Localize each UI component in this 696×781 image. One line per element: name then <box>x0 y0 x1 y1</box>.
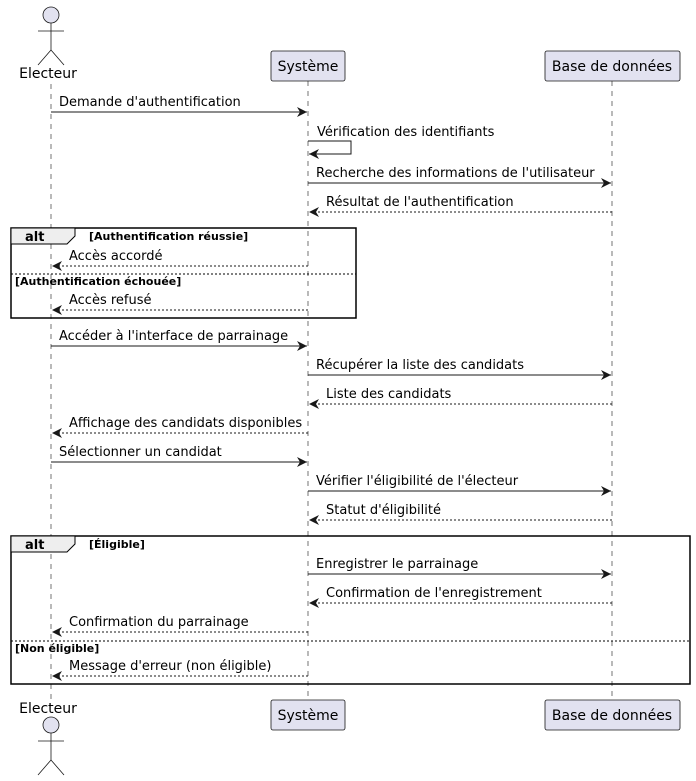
db-label-bottom: Base de données <box>552 708 672 724</box>
message: Vérification des identifiants <box>308 125 495 159</box>
actor-head-icon-bottom <box>42 716 60 734</box>
message: Résultat de l'authentification <box>309 195 612 217</box>
participant-actor-top: Electeur <box>19 6 77 82</box>
alt-else-guard: [Authentification échouée] <box>15 275 181 288</box>
message: Sélectionner un candidat <box>51 445 307 467</box>
message-label: Vérifier l'éligibilité de l'électeur <box>316 474 519 489</box>
system-label-top: Système <box>278 59 339 75</box>
participant-db-top: Base de données <box>544 50 681 82</box>
message-label: Accès refusé <box>69 293 152 308</box>
message-label: Liste des candidats <box>326 387 452 402</box>
actor-label-top: Electeur <box>19 66 77 82</box>
alt-keyword: alt <box>25 230 44 245</box>
message: Affichage des candidats disponibles <box>52 416 308 438</box>
message-arrow <box>308 140 352 159</box>
actor-head-icon <box>42 6 60 24</box>
participant-actor-bottom: Electeur <box>19 701 77 776</box>
message: Statut d'éligibilité <box>309 503 612 525</box>
message: Accéder à l'interface de parrainage <box>51 329 307 351</box>
alt-guard: [Authentification réussie] <box>89 230 248 243</box>
participant-system-top: Système <box>270 50 346 82</box>
alt-fragment-eligibility: alt [Éligible] [Non éligible] <box>10 535 691 685</box>
message-label: Demande d'authentification <box>59 95 241 110</box>
message: Accès refusé <box>52 293 308 315</box>
message-label: Accéder à l'interface de parrainage <box>59 329 288 344</box>
message-label: Accès accordé <box>69 249 162 264</box>
alt-else-guard: [Non éligible] <box>15 642 99 655</box>
message-label: Affichage des candidats disponibles <box>69 416 302 431</box>
message: Récupérer la liste des candidats <box>308 358 611 380</box>
db-label-top: Base de données <box>552 59 672 75</box>
message: Recherche des informations de l'utilisat… <box>308 166 611 188</box>
message: Enregistrer le parrainage <box>308 557 611 579</box>
message: Demande d'authentification <box>51 95 307 117</box>
alt-guard: [Éligible] <box>89 538 145 551</box>
message-label: Statut d'éligibilité <box>326 503 441 518</box>
message-label: Recherche des informations de l'utilisat… <box>316 166 595 181</box>
message: Liste des candidats <box>309 387 612 409</box>
message-label: Récupérer la liste des candidats <box>316 358 524 373</box>
alt-keyword: alt <box>25 538 44 553</box>
message: Vérifier l'éligibilité de l'électeur <box>308 474 611 496</box>
message-label: Confirmation de l'enregistrement <box>326 586 542 601</box>
message: Message d'erreur (non éligible) <box>52 659 308 681</box>
participant-db-bottom: Base de données <box>544 699 681 731</box>
message-label: Enregistrer le parrainage <box>316 557 478 572</box>
system-label-bottom: Système <box>278 708 339 724</box>
actor-label-bottom: Electeur <box>19 701 77 717</box>
message-label: Sélectionner un candidat <box>59 445 222 460</box>
message-label: Confirmation du parrainage <box>69 615 249 630</box>
alt-fragment-auth: alt [Authentification réussie] [Authenti… <box>10 227 357 319</box>
message: Confirmation de l'enregistrement <box>309 586 612 608</box>
participant-system-bottom: Système <box>270 699 346 731</box>
message: Confirmation du parrainage <box>52 615 308 637</box>
message-label: Résultat de l'authentification <box>326 195 514 210</box>
message-label: Vérification des identifiants <box>317 125 495 140</box>
message-label: Message d'erreur (non éligible) <box>69 659 271 674</box>
message: Accès accordé <box>52 249 308 271</box>
